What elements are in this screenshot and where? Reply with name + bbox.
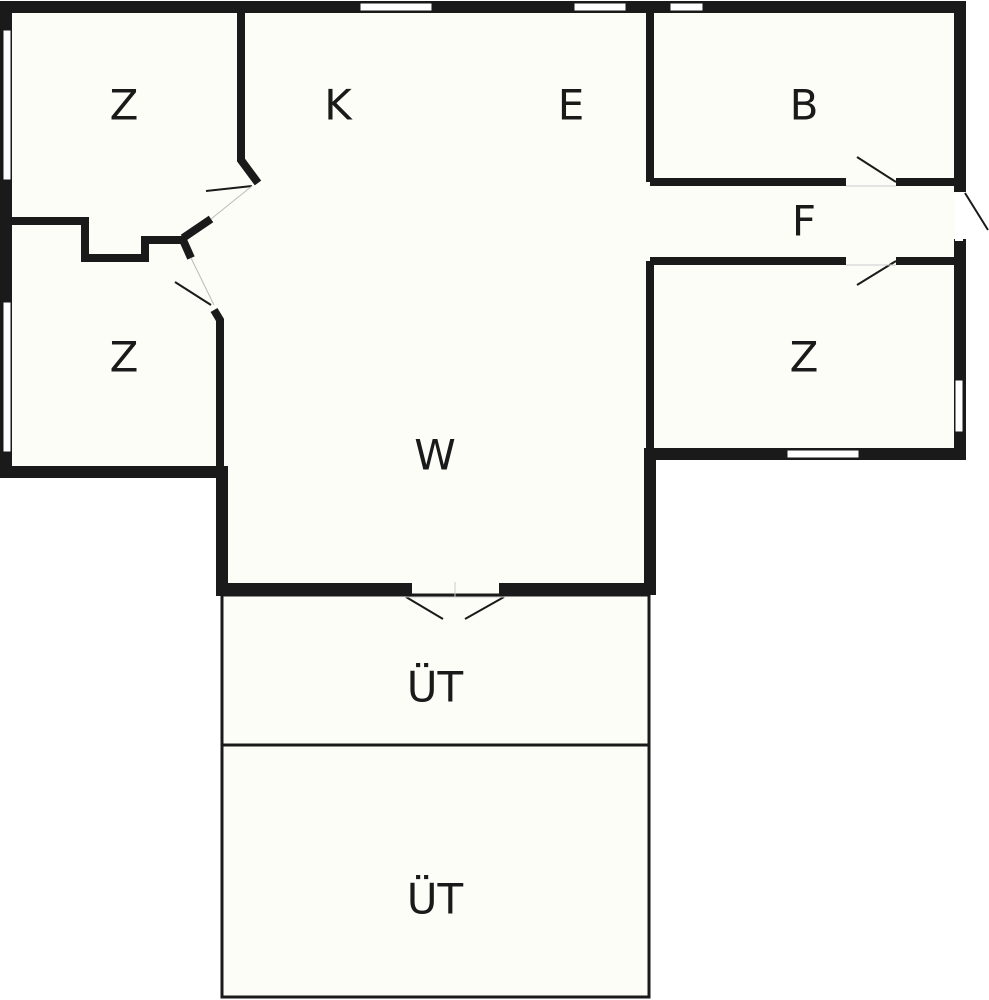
window [573,2,627,12]
window [954,379,964,433]
windows [2,2,964,459]
terrace-outline [220,593,651,999]
floor-areas [6,6,961,998]
room-label-z-right: Z [790,333,819,382]
doors [174,156,989,620]
room-label-w: W [414,431,456,480]
room-label-z-top-left: Z [110,81,139,130]
room-label-z-mid-left: Z [110,333,139,382]
room-labels: Z K E B F Z Z W ÜT ÜT [110,81,819,924]
interior-walls [10,12,960,472]
room-label-ut-lower: ÜT [407,874,464,924]
room-label-f: F [792,197,816,246]
window [2,29,12,181]
window [955,193,963,241]
window [359,2,433,12]
room-label-ut-upper: ÜT [407,662,464,712]
window [2,301,12,453]
room-label-k: K [324,81,353,130]
window [669,2,704,12]
room-label-e: E [558,81,585,130]
room-label-b: B [790,81,819,130]
window [786,449,860,459]
